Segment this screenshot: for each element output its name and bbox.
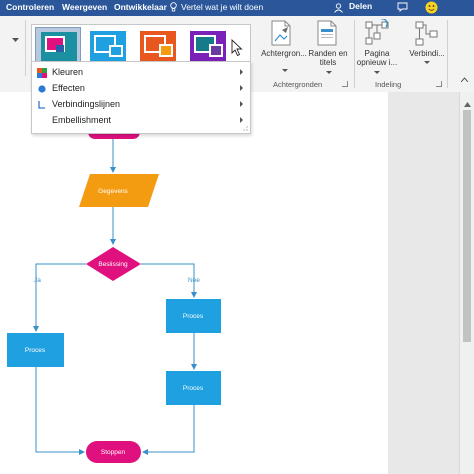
relayout-page-icon bbox=[365, 19, 389, 45]
group-label-backgrounds: Achtergronden bbox=[273, 80, 323, 89]
data-shape-label: Gegevens bbox=[98, 188, 128, 195]
connectors-button[interactable]: Verbindi... bbox=[409, 49, 445, 58]
variant-theme-4[interactable] bbox=[185, 27, 231, 65]
chevron-down-icon[interactable] bbox=[374, 71, 380, 75]
tab-developer[interactable]: Ontwikkelaar bbox=[114, 2, 167, 12]
drawing-page[interactable]: Ja Nee Gegevens Beslissing Proces Proces… bbox=[0, 92, 388, 474]
effects-icon bbox=[38, 85, 46, 93]
chevron-down-icon[interactable] bbox=[326, 71, 332, 75]
process-right-1-label: Proces bbox=[183, 313, 204, 320]
edge-label-no: Nee bbox=[188, 277, 200, 284]
collapse-ribbon-icon[interactable] bbox=[461, 77, 468, 82]
comment-icon[interactable] bbox=[397, 2, 408, 12]
menu-item-connectors[interactable]: Verbindingslijnen bbox=[32, 97, 250, 113]
ribbon-tab-bar: Controleren Weergeven Ontwikkelaar Verte… bbox=[0, 0, 474, 16]
connector-right-to-end bbox=[142, 405, 195, 455]
data-shape[interactable] bbox=[79, 174, 159, 207]
menu-item-label: Embellishment bbox=[52, 115, 112, 125]
connector-decision-yes bbox=[33, 263, 86, 332]
menu-item-embellishment[interactable]: Embellishment bbox=[32, 113, 250, 129]
menu-item-effects[interactable]: Effecten bbox=[32, 81, 250, 97]
share-button[interactable]: Delen bbox=[349, 1, 373, 11]
process-right-2-shape[interactable] bbox=[166, 371, 221, 405]
borders-titles-button[interactable]: Randen en titels bbox=[304, 49, 352, 67]
edge-label-yes: Ja bbox=[34, 277, 41, 284]
group-launcher-icon[interactable] bbox=[342, 81, 348, 87]
connectors-icon bbox=[38, 101, 45, 109]
chevron-down-icon[interactable] bbox=[12, 38, 19, 43]
smiley-feedback-icon[interactable] bbox=[425, 1, 438, 14]
process-left-shape[interactable] bbox=[7, 333, 64, 367]
borders-titles-label-line1: Randen en bbox=[308, 49, 348, 58]
submenu-arrow-icon bbox=[240, 85, 243, 91]
menu-item-colors[interactable]: Kleuren bbox=[32, 65, 250, 81]
relayout-label-line2: opnieuw i... bbox=[356, 58, 398, 67]
connector-decision-no bbox=[141, 263, 197, 298]
relayout-page-button[interactable]: Pagina opnieuw i... bbox=[354, 49, 400, 67]
end-shape-label: Stoppen bbox=[101, 449, 126, 456]
flowchart-diagram: Ja Nee Gegevens Beslissing Proces Proces… bbox=[7, 125, 221, 463]
decision-shape-label: Beslissing bbox=[98, 261, 128, 268]
ribbon-separator bbox=[25, 20, 26, 76]
scroll-up-icon[interactable] bbox=[464, 102, 471, 107]
connector-left-to-end bbox=[35, 367, 85, 455]
vertical-scrollbar[interactable] bbox=[459, 92, 474, 474]
resize-grip-icon[interactable] bbox=[243, 126, 248, 131]
tell-me-search[interactable]: Vertel wat je wilt doen bbox=[181, 2, 264, 12]
tab-view[interactable]: Weergeven bbox=[62, 2, 108, 12]
borders-titles-label-line2: titels bbox=[319, 58, 337, 67]
chevron-down-icon[interactable] bbox=[424, 61, 430, 65]
variants-menu: Kleuren Effecten Verbindingslijnen Embel… bbox=[31, 61, 251, 134]
tab-review[interactable]: Controleren bbox=[6, 2, 55, 12]
ribbon-separator bbox=[447, 20, 448, 88]
decision-shape[interactable] bbox=[86, 247, 141, 281]
connectors-icon bbox=[415, 21, 438, 46]
end-shape[interactable] bbox=[86, 441, 141, 463]
person-icon bbox=[334, 3, 343, 13]
menu-item-label: Effecten bbox=[52, 83, 85, 93]
variant-theme-1[interactable] bbox=[35, 27, 81, 65]
process-right-2-label: Proces bbox=[183, 385, 204, 392]
backgrounds-button[interactable]: Achtergron... bbox=[261, 49, 307, 58]
process-right-1-shape[interactable] bbox=[166, 299, 221, 333]
menu-item-label: Kleuren bbox=[52, 67, 84, 77]
process-left-label: Proces bbox=[25, 347, 46, 354]
colors-icon bbox=[37, 68, 47, 78]
submenu-arrow-icon bbox=[240, 117, 243, 123]
relayout-label-line1: Pagina bbox=[364, 49, 390, 58]
borders-titles-icon bbox=[317, 20, 337, 46]
submenu-arrow-icon bbox=[240, 101, 243, 107]
variant-theme-2[interactable] bbox=[85, 27, 131, 65]
ribbon-separator bbox=[354, 20, 355, 88]
group-launcher-icon[interactable] bbox=[436, 81, 442, 87]
backgrounds-icon bbox=[271, 20, 291, 46]
menu-item-label: Verbindingslijnen bbox=[52, 99, 121, 109]
group-label-layout: Indeling bbox=[375, 80, 402, 89]
scrollbar-thumb[interactable] bbox=[463, 110, 471, 342]
chevron-down-icon[interactable] bbox=[282, 69, 288, 73]
submenu-arrow-icon bbox=[240, 69, 243, 75]
variant-theme-3[interactable] bbox=[135, 27, 181, 65]
mouse-pointer-icon bbox=[231, 39, 243, 57]
lightbulb-icon bbox=[170, 2, 177, 12]
